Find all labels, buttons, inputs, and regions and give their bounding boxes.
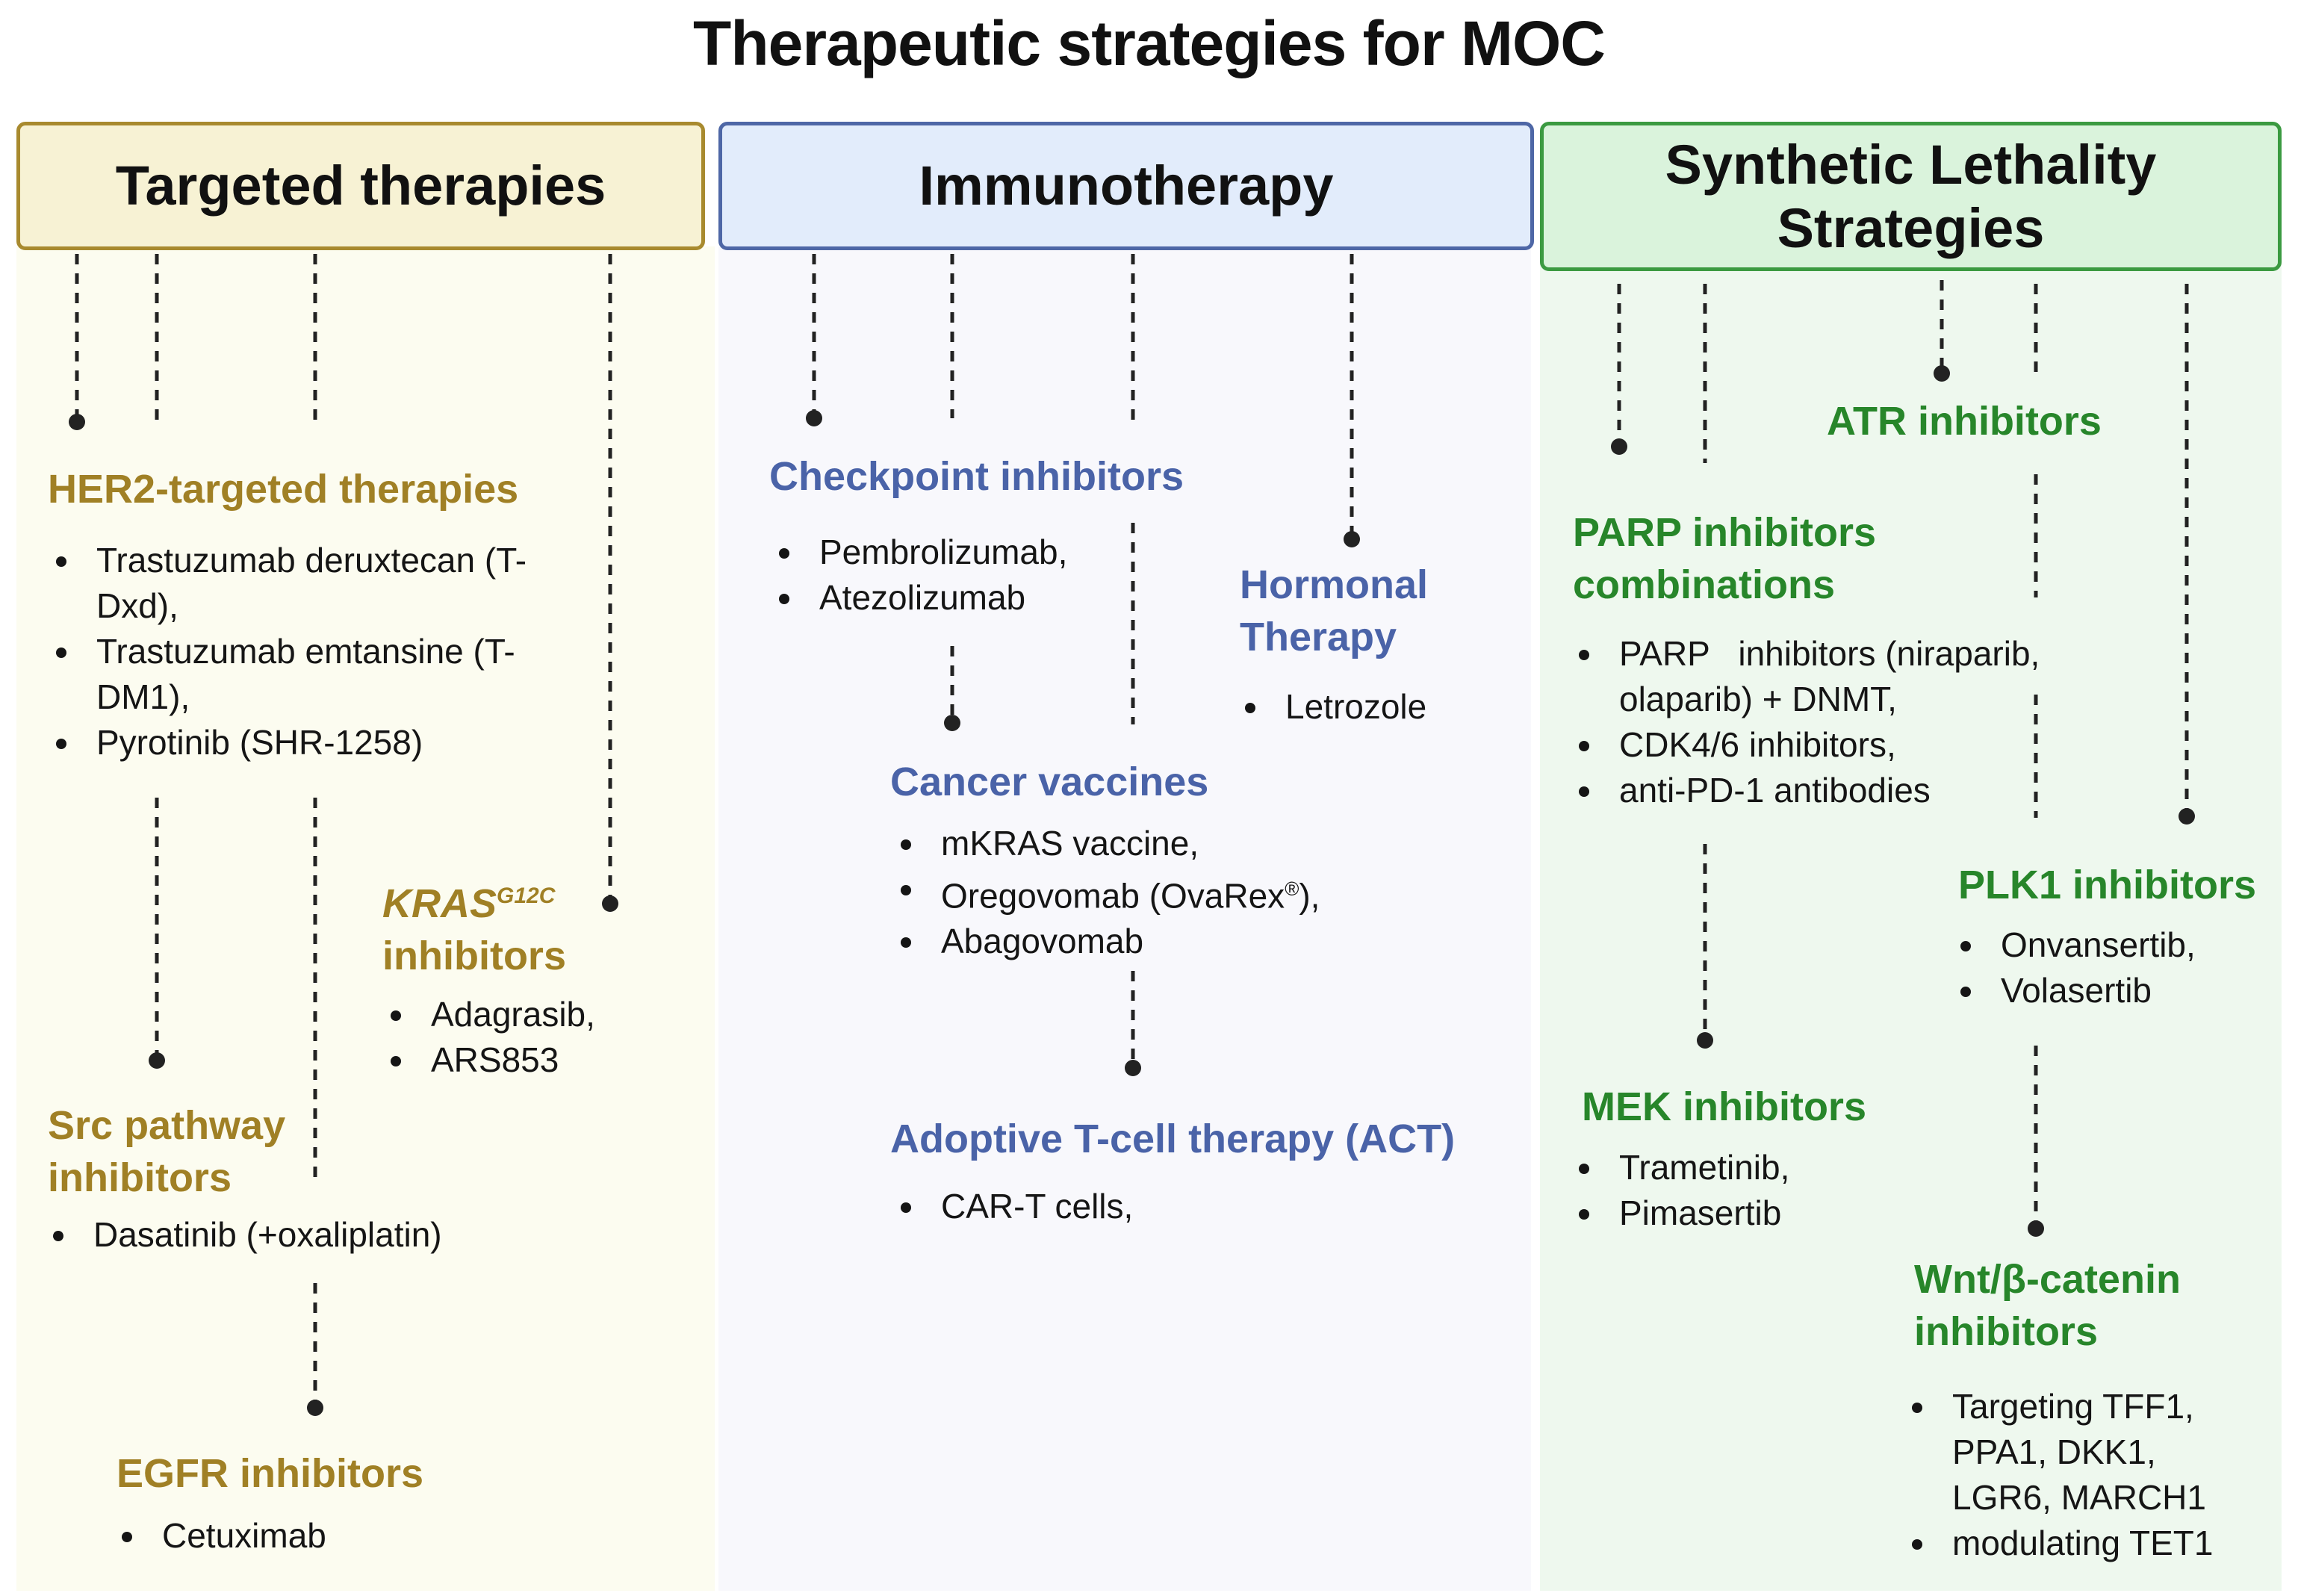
immunotherapy-header: Immunotherapy	[718, 122, 1534, 250]
vaccines-list: mKRAS vaccine, Oregovomab (OvaRex®), Aba…	[895, 821, 1492, 964]
list-item: modulating TET1	[1906, 1521, 2249, 1566]
wnt-title-line1: Wnt/β-catenin	[1914, 1257, 2181, 1302]
synthetic-panel	[1540, 246, 2282, 1591]
list-item: anti-PD-1 antibodies	[1573, 768, 2118, 813]
list-item: Cetuximab	[116, 1513, 489, 1559]
connector-dot-egfr	[307, 1400, 323, 1416]
kras-list: Adagrasib, ARS853	[385, 992, 683, 1083]
parp-section-title: PARP inhibitors combinations	[1573, 506, 1876, 611]
connector-dot-parp	[1611, 438, 1627, 455]
kras-title-mutation: G12C	[497, 884, 556, 908]
oregovomab-close: ),	[1299, 876, 1320, 916]
list-item: Volasertib	[1954, 968, 2253, 1013]
egfr-section-title: EGFR inhibitors	[117, 1451, 423, 1496]
hormonal-list: Letrozole	[1239, 684, 1500, 730]
connector-dot-src	[149, 1052, 165, 1069]
connector-dot-checkpoint	[806, 410, 822, 426]
parp-title-line1: PARP inhibitors	[1573, 510, 1877, 555]
synthetic-header-line2: Strategies	[1777, 197, 2045, 259]
connector-dot-her2	[69, 414, 85, 430]
immunotherapy-panel	[718, 246, 1531, 1591]
checkpoint-list: Pembrolizumab, Atezolizumab	[773, 530, 1146, 621]
list-item: PARP inhibitors (niraparib, olaparib) + …	[1573, 631, 2118, 722]
wnt-title-line2: inhibitors	[1914, 1309, 2098, 1354]
mek-section-title: MEK inhibitors	[1582, 1084, 1866, 1129]
list-item: Adagrasib,	[385, 992, 683, 1037]
list-item: Letrozole	[1239, 684, 1500, 730]
list-item: Dasatinib (+oxaliplatin)	[47, 1212, 645, 1258]
src-list: Dasatinib (+oxaliplatin)	[47, 1212, 645, 1258]
hormonal-section-title: Hormonal Therapy	[1240, 559, 1428, 663]
connector-dot-plk1	[2179, 808, 2195, 825]
act-section-title: Adoptive T-cell therapy (ACT)	[890, 1117, 1456, 1161]
src-title-line1: Src pathway	[48, 1103, 286, 1148]
registered-mark: ®	[1285, 878, 1299, 900]
act-list: CAR-T cells,	[895, 1184, 1343, 1229]
list-item: Atezolizumab	[773, 575, 1146, 621]
list-item: Pembrolizumab,	[773, 530, 1146, 575]
kras-title-line2: inhibitors	[382, 934, 566, 978]
src-section-title: Src pathway inhibitors	[48, 1099, 285, 1204]
diagram-title: Therapeutic strategies for MOC	[693, 8, 1606, 78]
connector-dot-act	[1125, 1060, 1141, 1076]
list-item: CDK4/6 inhibitors,	[1573, 722, 2118, 768]
parp-title-line2: combinations	[1573, 562, 1836, 607]
list-item-oregovomab: Oregovomab (OvaRex®),	[895, 866, 1492, 919]
connector-dot-vaccines	[944, 715, 960, 731]
connector-dot-kras	[602, 895, 618, 912]
list-item: Onvansertib,	[1954, 922, 2253, 968]
plk1-list: Onvansertib, Volasertib	[1954, 922, 2253, 1013]
list-item: Abagovomab	[895, 919, 1492, 964]
atr-section-title: ATR inhibitors	[1827, 399, 2102, 444]
parp-list: PARP inhibitors (niraparib, olaparib) + …	[1573, 631, 2118, 813]
her2-section-title: HER2-targeted therapies	[48, 467, 519, 512]
connector-dot-mek	[1697, 1032, 1713, 1049]
wnt-section-title: Wnt/β-catenin inhibitors	[1914, 1253, 2181, 1358]
targeted-header-label: Targeted therapies	[115, 155, 606, 217]
hormonal-title-line1: Hormonal	[1240, 562, 1429, 607]
list-item: Targeting TFF1, PPA1, DKK1, LGR6, MARCH1	[1906, 1384, 2249, 1521]
kras-section-title: KRASG12C inhibitors	[382, 870, 566, 982]
synthetic-header: Synthetic Lethality Strategies	[1540, 122, 2282, 271]
list-item: Trastuzumab emtansine (T-DM1),	[50, 629, 573, 720]
her2-list: Trastuzumab deruxtecan (T-Dxd), Trastuzu…	[50, 538, 573, 766]
immunotherapy-header-label: Immunotherapy	[919, 155, 1334, 217]
list-item: Trastuzumab deruxtecan (T-Dxd),	[50, 538, 573, 629]
list-item: ARS853	[385, 1037, 683, 1083]
plk1-section-title: PLK1 inhibitors	[1958, 863, 2257, 907]
list-item: CAR-T cells,	[895, 1184, 1343, 1229]
synthetic-header-line1: Synthetic Lethality	[1665, 133, 2157, 196]
vaccines-section-title: Cancer vaccines	[890, 760, 1209, 804]
connector-dot-atr	[1934, 365, 1950, 382]
mek-list: Trametinib, Pimasertib	[1573, 1145, 1909, 1236]
egfr-list: Cetuximab	[116, 1513, 489, 1559]
list-item: Pyrotinib (SHR-1258)	[50, 720, 573, 766]
targeted-panel	[16, 246, 715, 1591]
wnt-list: Targeting TFF1, PPA1, DKK1, LGR6, MARCH1…	[1906, 1384, 2249, 1566]
hormonal-title-line2: Therapy	[1240, 615, 1397, 659]
src-title-line2: inhibitors	[48, 1155, 232, 1200]
connector-dot-hormonal	[1344, 531, 1360, 547]
list-item: Trametinib,	[1573, 1145, 1909, 1190]
targeted-header: Targeted therapies	[16, 122, 705, 250]
kras-title-gene: KRAS	[382, 881, 497, 926]
oregovomab-text: Oregovomab (OvaRex	[941, 876, 1285, 916]
checkpoint-section-title: Checkpoint inhibitors	[769, 454, 1184, 499]
connector-dot-wnt	[2028, 1220, 2044, 1237]
list-item: Pimasertib	[1573, 1190, 1909, 1236]
list-item: mKRAS vaccine,	[895, 821, 1492, 866]
